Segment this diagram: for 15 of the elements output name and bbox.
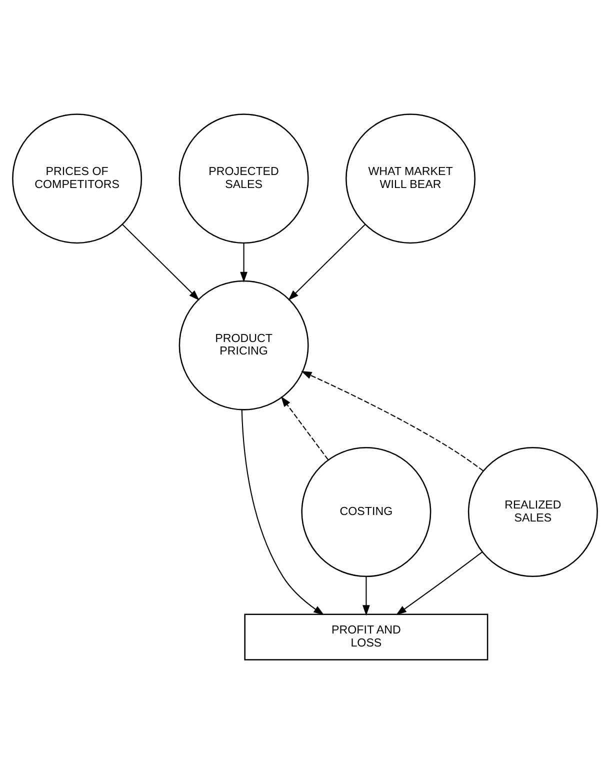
arrow — [280, 396, 329, 460]
arrow — [362, 576, 370, 616]
node-circle: WHAT MARKET WILL BEAR — [346, 114, 476, 244]
arrow — [288, 224, 366, 300]
node-box: PROFIT AND LOSS — [244, 614, 488, 660]
node-circle: COSTING — [301, 447, 432, 578]
arrow — [301, 371, 484, 472]
arrow — [396, 552, 482, 616]
node-circle: REALIZED SALES — [468, 447, 598, 578]
arrow — [240, 243, 248, 282]
arrow — [241, 410, 324, 616]
arrow — [122, 224, 200, 300]
node-circle: PRODUCT PRICING — [178, 280, 309, 410]
node-circle: PRICES OF COMPETITORS — [12, 114, 142, 244]
node-circle: PROJECTED SALES — [178, 114, 309, 244]
